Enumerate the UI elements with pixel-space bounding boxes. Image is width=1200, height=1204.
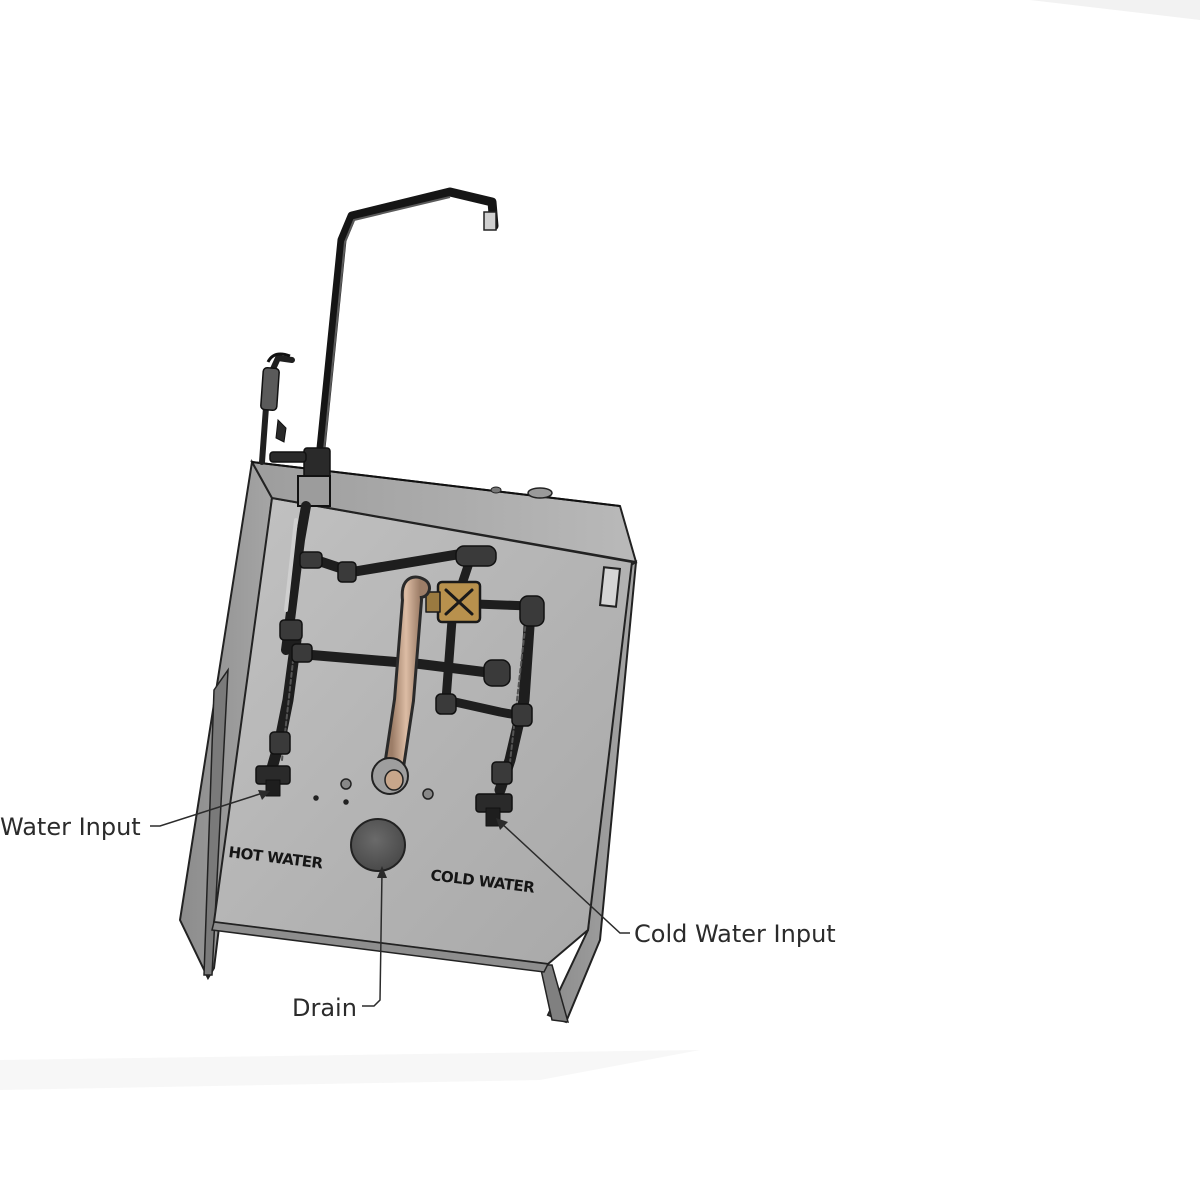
cold-supply-texture [507, 619, 527, 781]
drain-leader-line [362, 871, 383, 1007]
hot-water-input-label: Water Input [0, 813, 141, 841]
left-leg-face [203, 667, 229, 976]
drain-pipe-outlet-inner [384, 769, 404, 791]
middle-crossover-pipe [295, 649, 505, 679]
drain-label: Drain [292, 994, 357, 1022]
fitting [491, 761, 513, 785]
fitting [299, 551, 323, 569]
fitting [435, 693, 457, 715]
fitting [279, 619, 303, 641]
faucet-spout [313, 187, 499, 483]
drain-pipe-fill [384, 578, 428, 788]
mount-bracket [598, 566, 622, 608]
faucet-base [303, 447, 331, 479]
drain-opening [350, 818, 406, 872]
drain-callout: Drain [292, 866, 387, 1022]
left-riser-light [284, 518, 298, 612]
mixing-valve-cross [444, 588, 474, 616]
mixing-valve-inlet-left [425, 591, 441, 613]
fitting [455, 545, 497, 567]
drain-arrowhead [377, 866, 387, 878]
fitting [269, 731, 291, 755]
faucet-spout-highlight [321, 196, 451, 471]
deck-fitting [527, 487, 553, 499]
cold-water-input-callout: Cold Water Input [496, 818, 836, 948]
faucet-handle [269, 451, 307, 463]
faucet [269, 187, 499, 507]
fitting [519, 595, 545, 627]
fitting [337, 561, 357, 583]
sprayer-hook [266, 352, 291, 363]
deck-fitting-small [490, 486, 502, 494]
hot-water-input-callout: Water Input [0, 790, 270, 841]
hot-water-arrowhead [258, 790, 270, 800]
sprayer-trigger [275, 418, 287, 443]
fitting [511, 703, 533, 727]
panel-holes [313, 778, 434, 805]
cold-water-leader-line [499, 821, 630, 934]
hot-shutoff-valve [255, 765, 291, 797]
background-shade [1030, 0, 1200, 20]
fitting [483, 659, 511, 687]
sprayer [259, 352, 295, 465]
plumbing [255, 501, 545, 827]
bottom-lip [211, 921, 550, 973]
cold-water-arrowhead [496, 818, 508, 830]
mixing-loop-pipe [441, 615, 527, 721]
fitting [291, 643, 313, 663]
cold-water-input-label: Cold Water Input [634, 920, 836, 948]
faucet-tip [483, 211, 497, 231]
floor-shade [0, 1050, 700, 1090]
hot-water-leader-line [150, 791, 267, 827]
cold-shutoff-valve [475, 793, 513, 827]
faucet-collar [297, 475, 331, 507]
sprayer-head [260, 367, 280, 411]
